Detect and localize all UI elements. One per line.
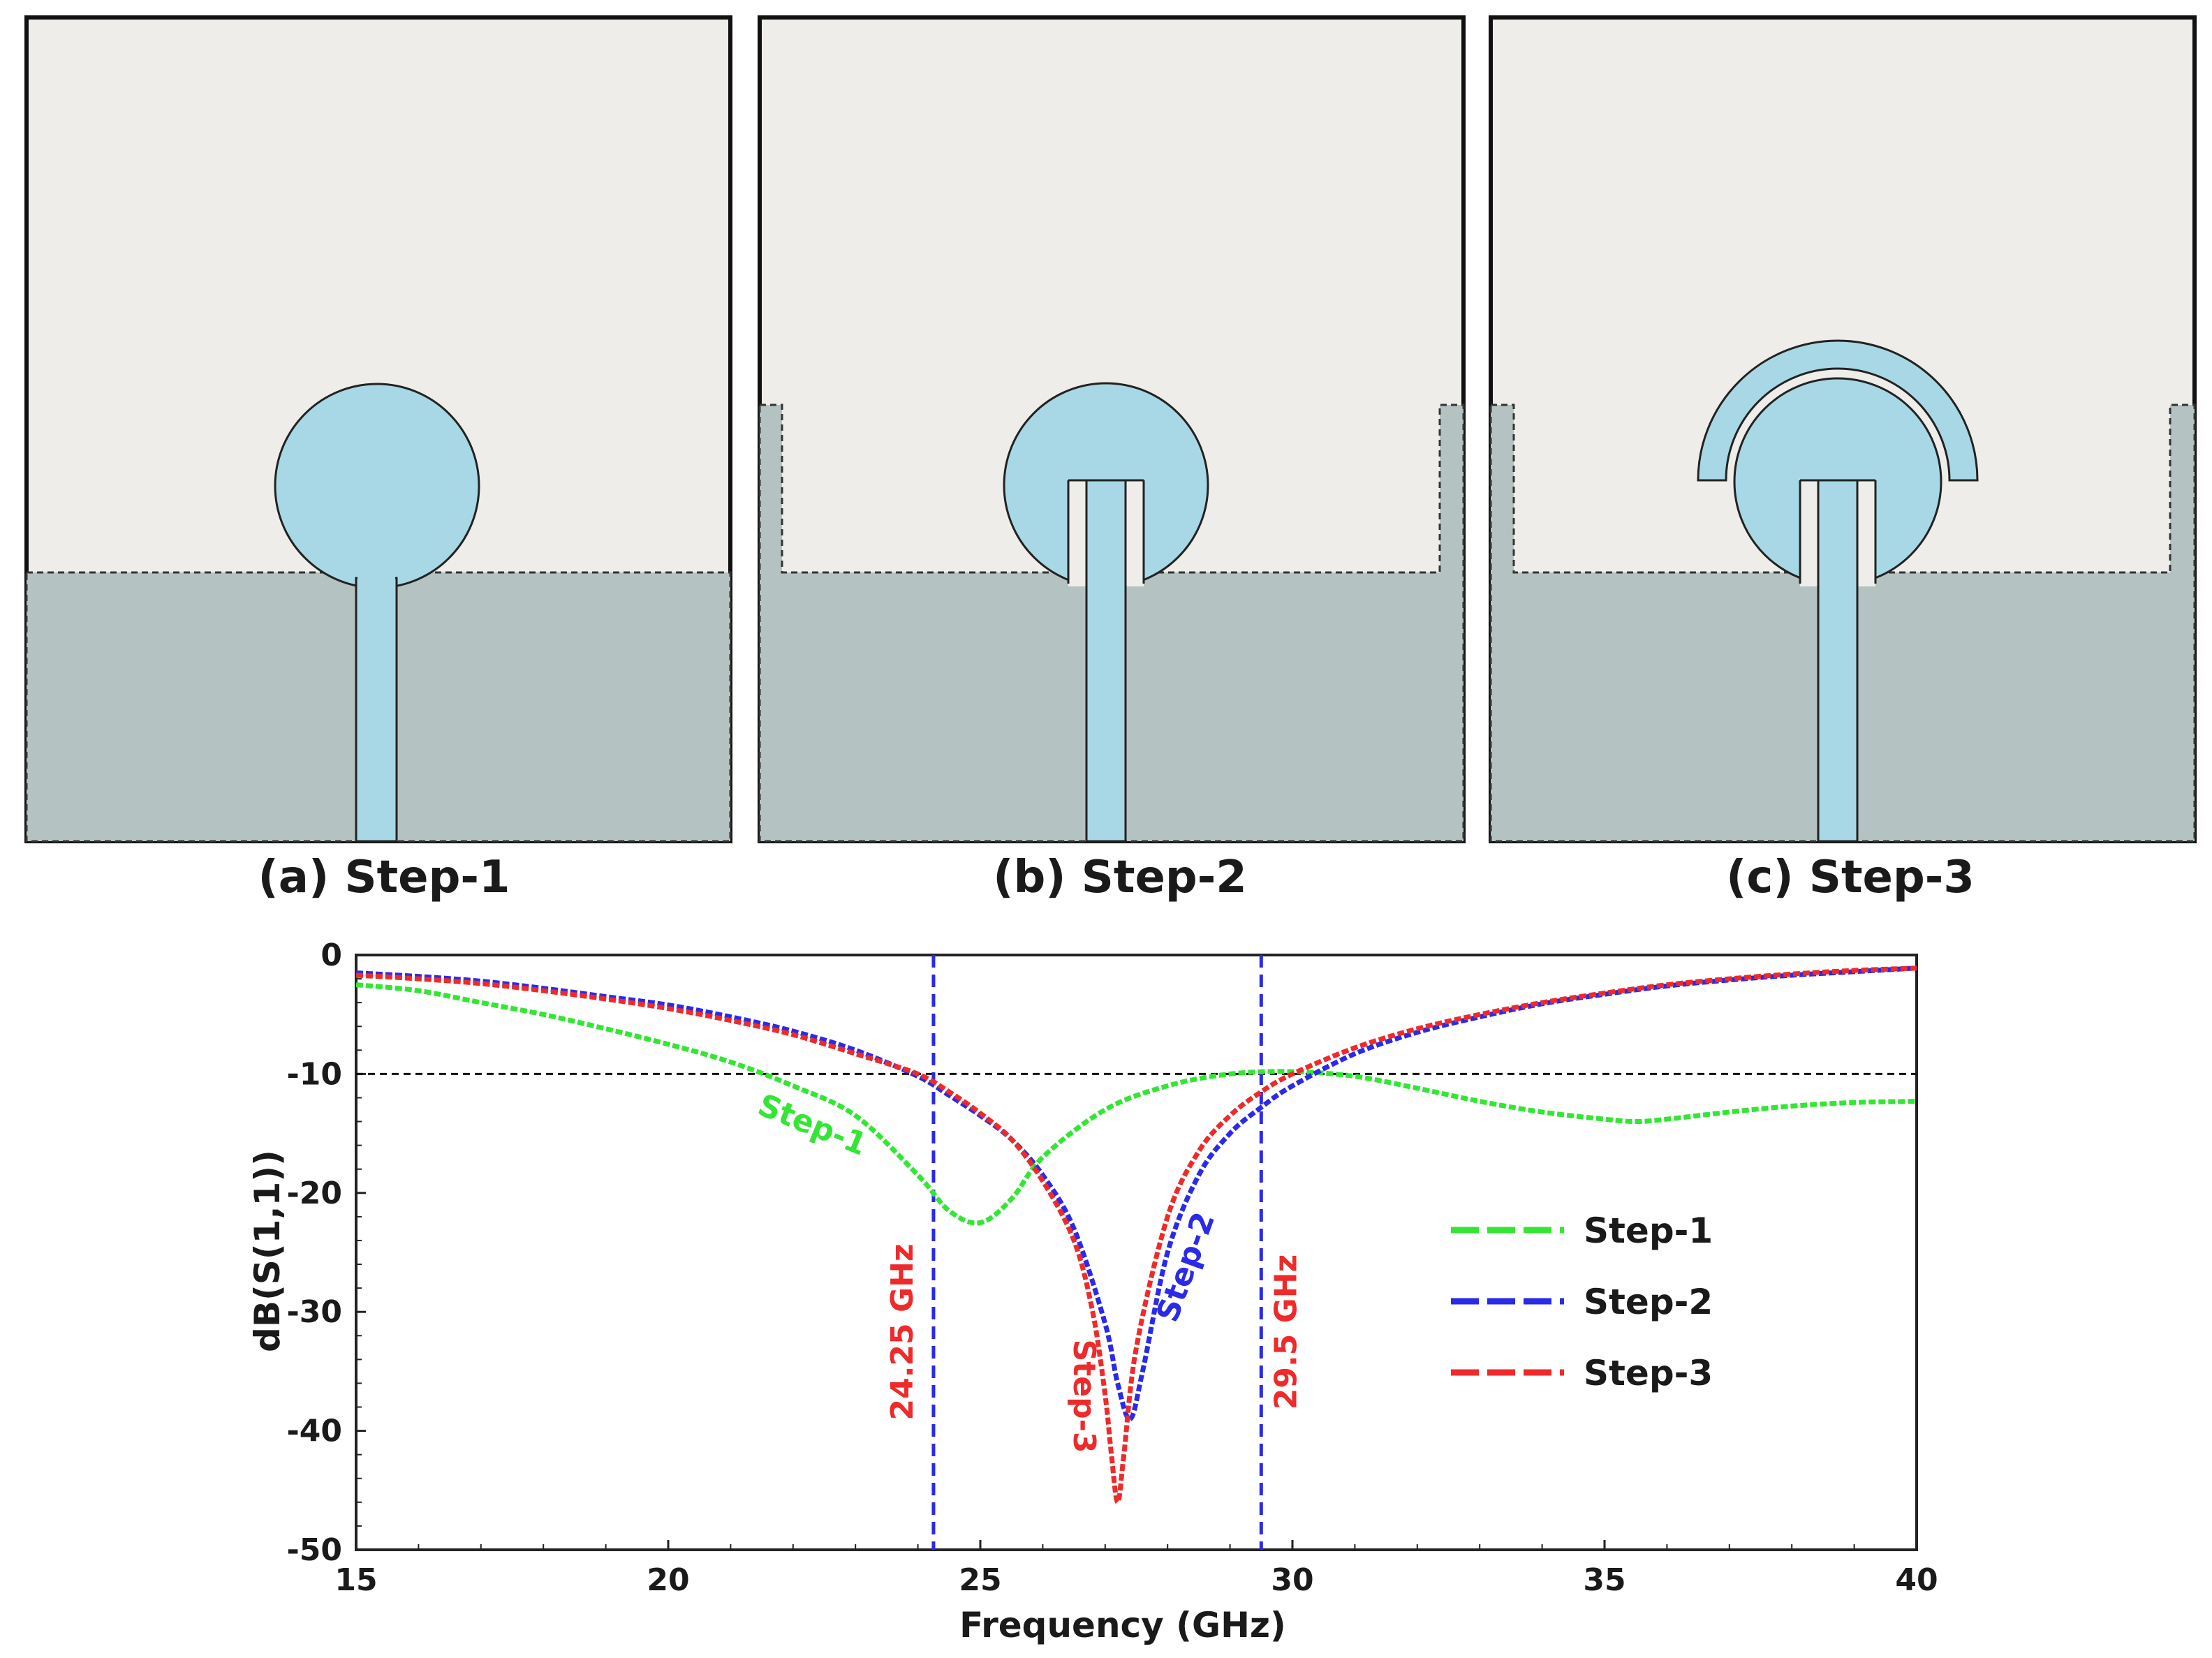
y-tick-label: 0 (320, 938, 342, 973)
antenna-panel-b: (b) Step-2 (758, 15, 1466, 903)
panel-caption: (a) Step-1 (258, 852, 510, 903)
marker-label: 29.5 GHz (1268, 1254, 1304, 1409)
marker-label: 24.25 GHz (885, 1243, 920, 1420)
band-markers: 24.25 GHz 29.5 GHz (885, 955, 1304, 1550)
s11-curves (356, 965, 1917, 1505)
x-axis-ticks: 15 20 25 30 35 40 (334, 1540, 1938, 1598)
x-tick-label: 40 (1895, 1562, 1938, 1598)
legend-label: Step-1 (1584, 1211, 1713, 1251)
legend-label: Step-2 (1584, 1282, 1713, 1322)
panel-caption: (b) Step-2 (993, 852, 1247, 903)
legend-label: Step-3 (1584, 1353, 1713, 1393)
y-tick-label: -30 (287, 1294, 343, 1330)
y-tick-label: -40 (287, 1414, 343, 1449)
y-tick-label: -10 (287, 1056, 343, 1092)
feed-line (1817, 479, 1859, 843)
x-tick-label: 25 (959, 1562, 1001, 1598)
panel-caption: (c) Step-3 (1726, 852, 1975, 903)
parasitic-arc (1697, 339, 1979, 482)
antenna-panel-a: (a) Step-1 (24, 15, 732, 903)
feed-line (1085, 479, 1127, 843)
feed-joint (357, 565, 395, 584)
antenna-panel-c: (c) Step-3 (1489, 15, 2197, 903)
x-axis-title: Frequency (GHz) (959, 1605, 1286, 1645)
x-tick-label: 30 (1271, 1562, 1313, 1598)
y-axis-ticks: 0 -10 -20 -30 -40 -50 (287, 938, 366, 1568)
x-tick-label: 15 (334, 1562, 377, 1598)
x-tick-label: 35 (1583, 1562, 1625, 1598)
y-axis-title: dB(S(1,1)) (247, 1150, 288, 1352)
radiating-patch (274, 383, 480, 589)
y-tick-label: -20 (287, 1176, 343, 1211)
curve-step-3 (356, 965, 1917, 1505)
y-tick-label: -50 (287, 1532, 343, 1568)
plot-area (355, 954, 1918, 1551)
feed-line (355, 577, 398, 843)
curve-label-step-3: Step-3 (1066, 1340, 1102, 1453)
x-tick-label: 20 (647, 1562, 689, 1598)
